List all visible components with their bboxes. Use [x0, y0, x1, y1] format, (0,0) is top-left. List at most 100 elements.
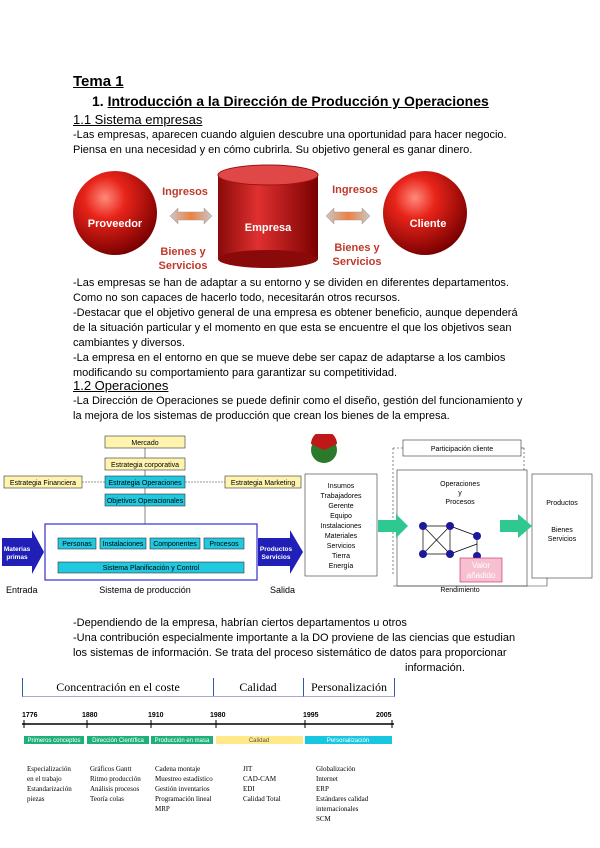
year-1980: 1980 — [210, 712, 226, 719]
input-item: Servicios — [327, 543, 356, 550]
sistema-planificacion-box — [57, 561, 245, 574]
section-1-2-title: 1.2 Operaciones — [73, 378, 169, 393]
estrategia-corporativa-label: Estrategia corporativa — [111, 462, 179, 469]
servicios-label: Servicios — [548, 536, 577, 543]
instalaciones-box — [99, 537, 147, 550]
milestone: Ritmo producción — [90, 775, 141, 783]
header-personalizacion: Personalización — [304, 678, 395, 697]
year-1776: 1776 — [22, 712, 38, 719]
bienes-right-label-1: Bienes y — [334, 242, 380, 254]
band-cientifica-label: Dirección Científica — [92, 738, 144, 744]
year-1910: 1910 — [148, 712, 164, 719]
timeline-axis: 1776 1880 1910 1980 1995 2005 Primeros c… — [22, 712, 394, 744]
para-line: -Destacar que el objetivo general de una… — [73, 307, 518, 319]
productos-box — [531, 473, 593, 579]
para-line: información. — [405, 662, 465, 674]
input-item: Insumos — [328, 483, 355, 490]
timeline-col-4: JIT CAD-CAM EDI Calidad Total — [243, 764, 281, 804]
productos-label: Productos — [546, 500, 578, 507]
milestone: Gestión inventarios — [155, 785, 210, 793]
milestone: Cadena montaje — [155, 765, 201, 773]
para-line: -Dependiendo de la empresa, habrían cier… — [73, 617, 407, 629]
band-cientifica — [87, 736, 149, 744]
milestone: Globalización — [316, 765, 356, 773]
timeline-headers: Concentración en el coste Calidad Person… — [22, 678, 395, 697]
entrada-label: Entrada — [6, 585, 38, 595]
componentes-box — [149, 537, 201, 550]
band-calidad — [216, 736, 303, 744]
procesos-label: Procesos — [209, 541, 239, 548]
insumos-box — [304, 473, 378, 577]
salida-arrow — [258, 530, 303, 574]
valor-label-1: Valor — [472, 561, 490, 570]
empresa-cylinder-body — [218, 175, 318, 259]
double-arrow-right — [325, 207, 371, 225]
milestone: JIT — [243, 765, 253, 773]
band-personalizacion — [305, 736, 392, 744]
band-masa — [151, 736, 213, 744]
section-1-2-para1: -La Dirección de Operaciones se puede de… — [73, 394, 522, 424]
band-personalizacion-label: Personalización — [327, 738, 369, 744]
para-line: -Las empresas, aparecen cuando alguien d… — [73, 129, 507, 141]
section-1-2-para2: -Dependiendo de la empresa, habrían cier… — [73, 616, 515, 676]
para-line: -La Dirección de Operaciones se puede de… — [73, 395, 523, 407]
empresa-cylinder-bottom — [218, 250, 318, 268]
componentes-label: Componentes — [153, 541, 197, 548]
proveedor-label: Proveedor — [88, 218, 143, 230]
milestone: Muestreo estadístico — [155, 775, 213, 783]
process-network — [422, 525, 478, 556]
milestone: Calidad Total — [243, 795, 281, 803]
year-1995: 1995 — [303, 712, 319, 719]
para-line: los sistemas de información. Se trata de… — [73, 647, 507, 659]
materias-label-2: primas — [6, 554, 28, 561]
milestone: en el trabajo — [27, 775, 62, 783]
operaciones-label-1: Operaciones — [440, 481, 480, 488]
section-1-1-title: 1.1 Sistema empresas — [73, 112, 203, 127]
year-2005: 2005 — [376, 712, 392, 719]
milestone: EDI — [243, 785, 255, 793]
objetivos-operacionales-label: Objetivos Operacionales — [107, 498, 184, 505]
estrategia-marketing-label: Estrategia Marketing — [231, 480, 295, 487]
timeline-col-5: Globalización Internet ERP Estándares ca… — [316, 764, 368, 824]
materias-label-1: Materias — [4, 546, 31, 553]
bienes-right-label-2: Servicios — [333, 256, 382, 268]
section-1-1-para1: -Las empresas, aparecen cuando alguien d… — [73, 128, 507, 158]
empresa-label: Empresa — [245, 222, 292, 234]
milestone: Internet — [316, 775, 338, 783]
milestone: Gráficos Gantt — [90, 765, 132, 773]
tema-title: Tema 1 — [73, 73, 124, 90]
production-system-diagram: Mercado Estrategia corporativa Estrategi… — [2, 435, 303, 595]
instalaciones-label: Instalaciones — [103, 541, 144, 548]
timeline-col-2: Gráficos Gantt Ritmo producción Análisis… — [90, 764, 141, 804]
milestone: Teoría colas — [90, 795, 124, 803]
milestone: internacionales — [316, 805, 359, 813]
input-item: Equipo — [330, 513, 352, 520]
timeline-col-3: Cadena montaje Muestreo estadístico Gest… — [155, 764, 213, 814]
chapter-title-text: Introducción a la Dirección de Producció… — [107, 93, 489, 109]
year-1880: 1880 — [82, 712, 98, 719]
header-calidad: Calidad — [213, 678, 304, 697]
productos-label-1: Productos — [260, 546, 293, 553]
para-line: -La empresa en el entorno en que se muev… — [73, 352, 506, 364]
productos-label-2: Servicios — [262, 554, 291, 561]
procesos-box — [203, 537, 245, 550]
operaciones-label-2: y — [458, 490, 462, 497]
header-coste: Concentración en el coste — [22, 678, 214, 697]
input-item: Energía — [329, 563, 354, 570]
chapter-number: 1. — [92, 93, 104, 109]
milestone: ERP — [316, 785, 329, 793]
milestone: Programación lineal — [155, 795, 212, 803]
para-line: Como no son capaces de hacerlo todo, nec… — [73, 292, 401, 304]
milestone: Análisis procesos — [90, 785, 140, 793]
milestone: MRP — [155, 805, 170, 813]
ingresos-left-label: Ingresos — [162, 186, 208, 198]
para-line: -Una contribución especialmente importan… — [73, 632, 516, 644]
participacion-label: Participación cliente — [431, 446, 493, 453]
para-line: de la situación particular y el momento … — [73, 322, 512, 334]
rendimiento-label: Rendimiento — [440, 587, 479, 594]
estrategia-financiera-label: Estrategia Financiera — [10, 480, 76, 487]
cliente-sphere — [383, 171, 467, 255]
sistema-planificacion-label: Sistema Planificación y Control — [103, 565, 200, 572]
operations-flow-diagram: Participación cliente InsumosTrabajadore… — [304, 434, 593, 594]
para-line: modificando su comportamiento para garan… — [73, 367, 398, 379]
